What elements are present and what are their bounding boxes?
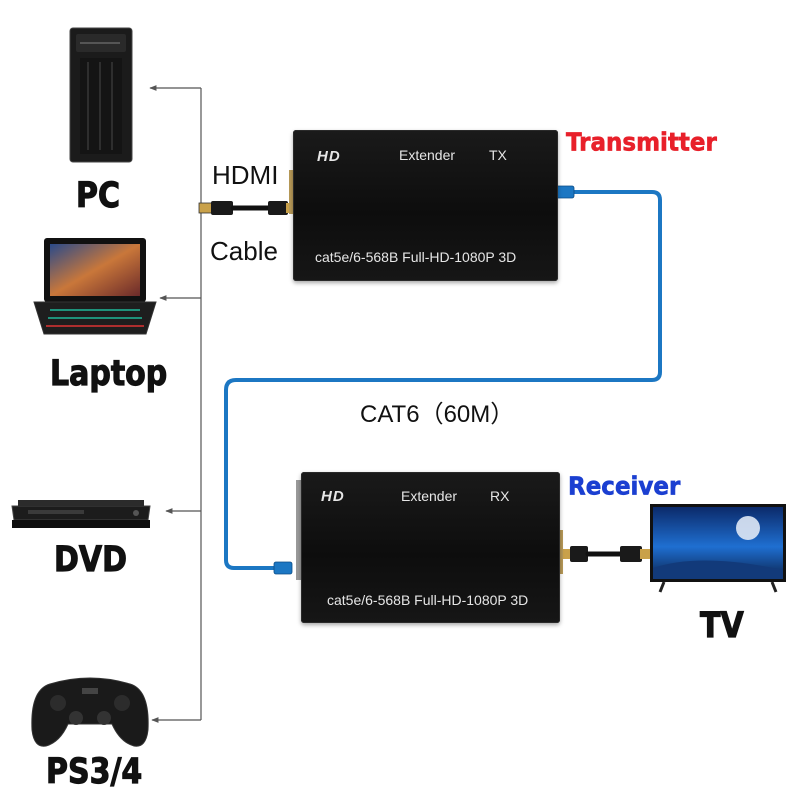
tv-icon bbox=[650, 504, 786, 593]
ps-label: PS3/4 bbox=[45, 751, 143, 793]
rx-name: Extender bbox=[401, 488, 458, 504]
transmitter-label: Transmitter bbox=[566, 128, 717, 158]
tx-mode: TX bbox=[489, 147, 507, 163]
gamepad-icon bbox=[31, 677, 149, 747]
hdmi-label: HDMI bbox=[212, 160, 279, 190]
rx-mode: RX bbox=[490, 488, 510, 504]
tx-name: Extender bbox=[399, 147, 456, 163]
cat6-lan-cable bbox=[224, 185, 662, 575]
dvd-label: DVD bbox=[53, 539, 128, 581]
cat6-label: CAT6（60M） bbox=[360, 401, 515, 428]
tx-ports bbox=[289, 170, 295, 214]
cable-label: Cable bbox=[210, 236, 278, 266]
rx-spec: cat5e/6-568B Full-HD-1080P 3D bbox=[327, 592, 529, 608]
dvd-player-icon bbox=[11, 500, 151, 528]
rx-hd-logo: HD bbox=[321, 488, 345, 505]
pc-tower-icon bbox=[69, 27, 133, 163]
receiver-label: Receiver bbox=[568, 472, 681, 502]
tx-hd-logo: HD bbox=[317, 148, 341, 165]
device-bus-lines bbox=[149, 85, 202, 723]
laptop-icon bbox=[33, 238, 157, 335]
hdmi-cable-tx bbox=[198, 201, 294, 215]
tv-label: TV bbox=[700, 605, 745, 647]
transmitter-box: HD Extender TX cat5e/6-568B Full-HD-1080… bbox=[293, 130, 558, 281]
laptop-label: Laptop bbox=[49, 353, 168, 395]
rx-ports bbox=[296, 480, 563, 580]
hdmi-cable-rx bbox=[562, 546, 650, 562]
receiver-box: HD Extender RX cat5e/6-568B Full-HD-1080… bbox=[301, 472, 560, 623]
tx-spec: cat5e/6-568B Full-HD-1080P 3D bbox=[315, 249, 517, 265]
pc-label: PC bbox=[75, 175, 121, 217]
